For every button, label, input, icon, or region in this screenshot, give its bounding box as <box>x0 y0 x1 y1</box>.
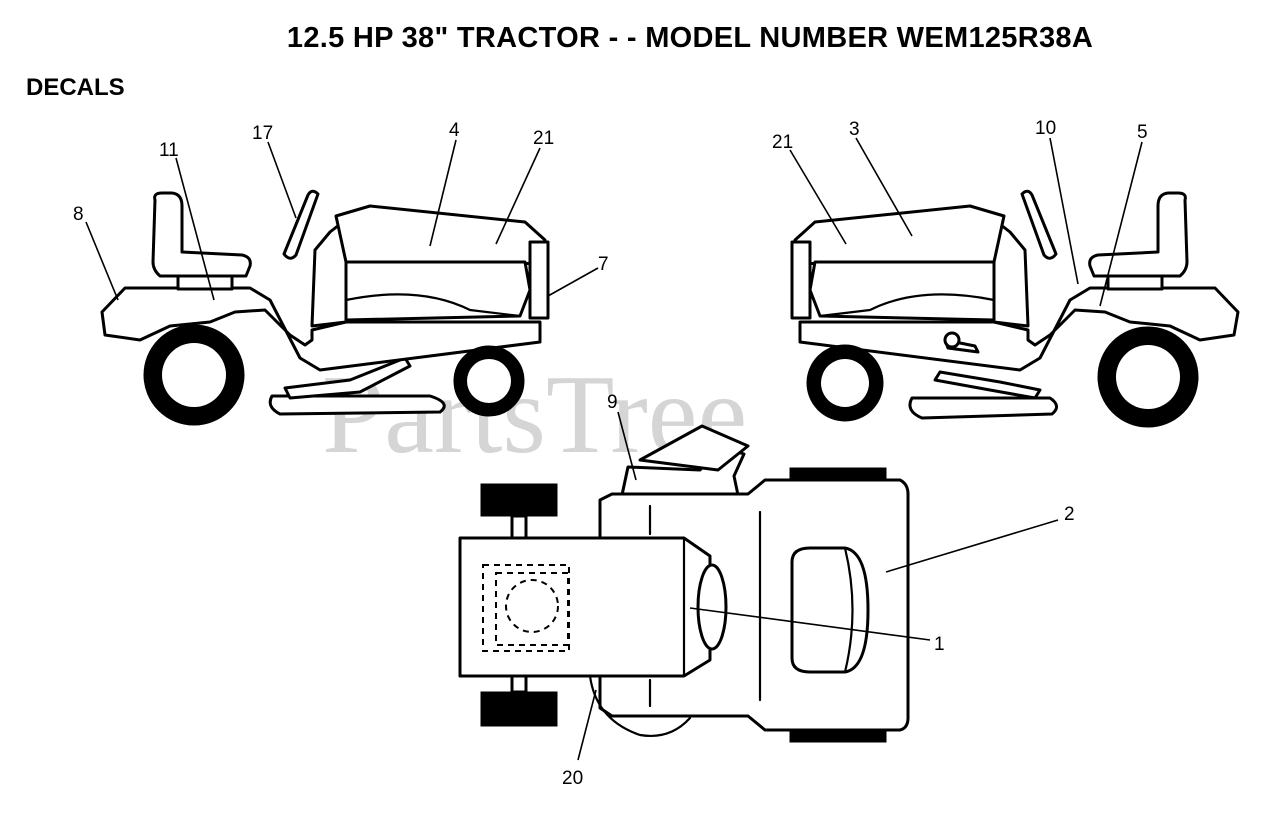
hood-side-right <box>808 260 996 322</box>
mower-deck-right <box>908 396 1058 420</box>
callout-21-right: 21 <box>772 132 793 153</box>
dash-top <box>696 563 728 651</box>
leader-17 <box>267 141 297 219</box>
steering-wheel-left <box>282 189 320 260</box>
seat-top <box>790 546 870 674</box>
leader-1 <box>689 607 931 641</box>
seat-base-right <box>1106 274 1164 291</box>
steering-wheel-rim-top <box>638 424 750 472</box>
leader-7 <box>547 267 599 297</box>
callout-8: 8 <box>73 204 84 225</box>
callout-4: 4 <box>449 120 460 141</box>
tractor-left-view <box>100 189 550 426</box>
leader-21-left <box>495 147 541 245</box>
seat-base-left <box>176 274 234 291</box>
grille-left <box>528 240 550 320</box>
leader-21-right <box>789 149 847 245</box>
leader-5 <box>1099 141 1143 307</box>
hood-top-left <box>334 204 547 267</box>
leader-10 <box>1049 137 1079 285</box>
callout-9: 9 <box>607 392 618 413</box>
leader-lines <box>85 137 1143 761</box>
hood-top-view <box>458 536 712 678</box>
leader-3 <box>855 137 913 237</box>
front-tire-top-left <box>480 483 558 517</box>
leader-9 <box>617 411 637 481</box>
page-title: 12.5 HP 38" TRACTOR - - MODEL NUMBER WEM… <box>286 22 1094 54</box>
front-tire-bottom-left <box>480 691 558 727</box>
mower-deck-left <box>268 394 446 416</box>
callout-3: 3 <box>849 119 860 140</box>
leader-20 <box>577 689 597 761</box>
rear-body-left <box>100 286 542 372</box>
callout-11: 11 <box>159 140 179 161</box>
callout-labels: 8 11 17 4 21 7 21 3 10 5 9 2 1 20 <box>73 118 1148 789</box>
seat-right <box>1088 191 1189 278</box>
callout-17: 17 <box>252 123 273 144</box>
deck-linkage-right <box>933 370 1042 400</box>
hood-side-left <box>344 260 532 322</box>
grille-right <box>790 240 812 320</box>
steering-wheel-right <box>1020 189 1058 260</box>
deck-linkage-left <box>283 356 412 400</box>
rear-tire-bottom <box>789 729 887 743</box>
callout-10: 10 <box>1035 118 1056 139</box>
callout-21-left: 21 <box>533 128 554 149</box>
leader-8 <box>85 221 119 301</box>
callout-1: 1 <box>934 634 945 655</box>
callout-2: 2 <box>1064 504 1075 525</box>
rear-tire-top <box>789 467 887 481</box>
rear-body-right <box>798 286 1240 372</box>
callout-5: 5 <box>1137 122 1148 143</box>
callout-7: 7 <box>598 254 609 275</box>
engine-outline <box>482 564 570 652</box>
seat-left <box>151 191 252 278</box>
leader-11 <box>175 157 215 301</box>
tractor-right-view <box>790 189 1240 428</box>
callout-20: 20 <box>562 768 583 789</box>
section-label: DECALS <box>26 74 125 101</box>
leader-4 <box>429 139 457 247</box>
tractor-top-view <box>458 424 910 743</box>
leader-2 <box>885 519 1059 573</box>
